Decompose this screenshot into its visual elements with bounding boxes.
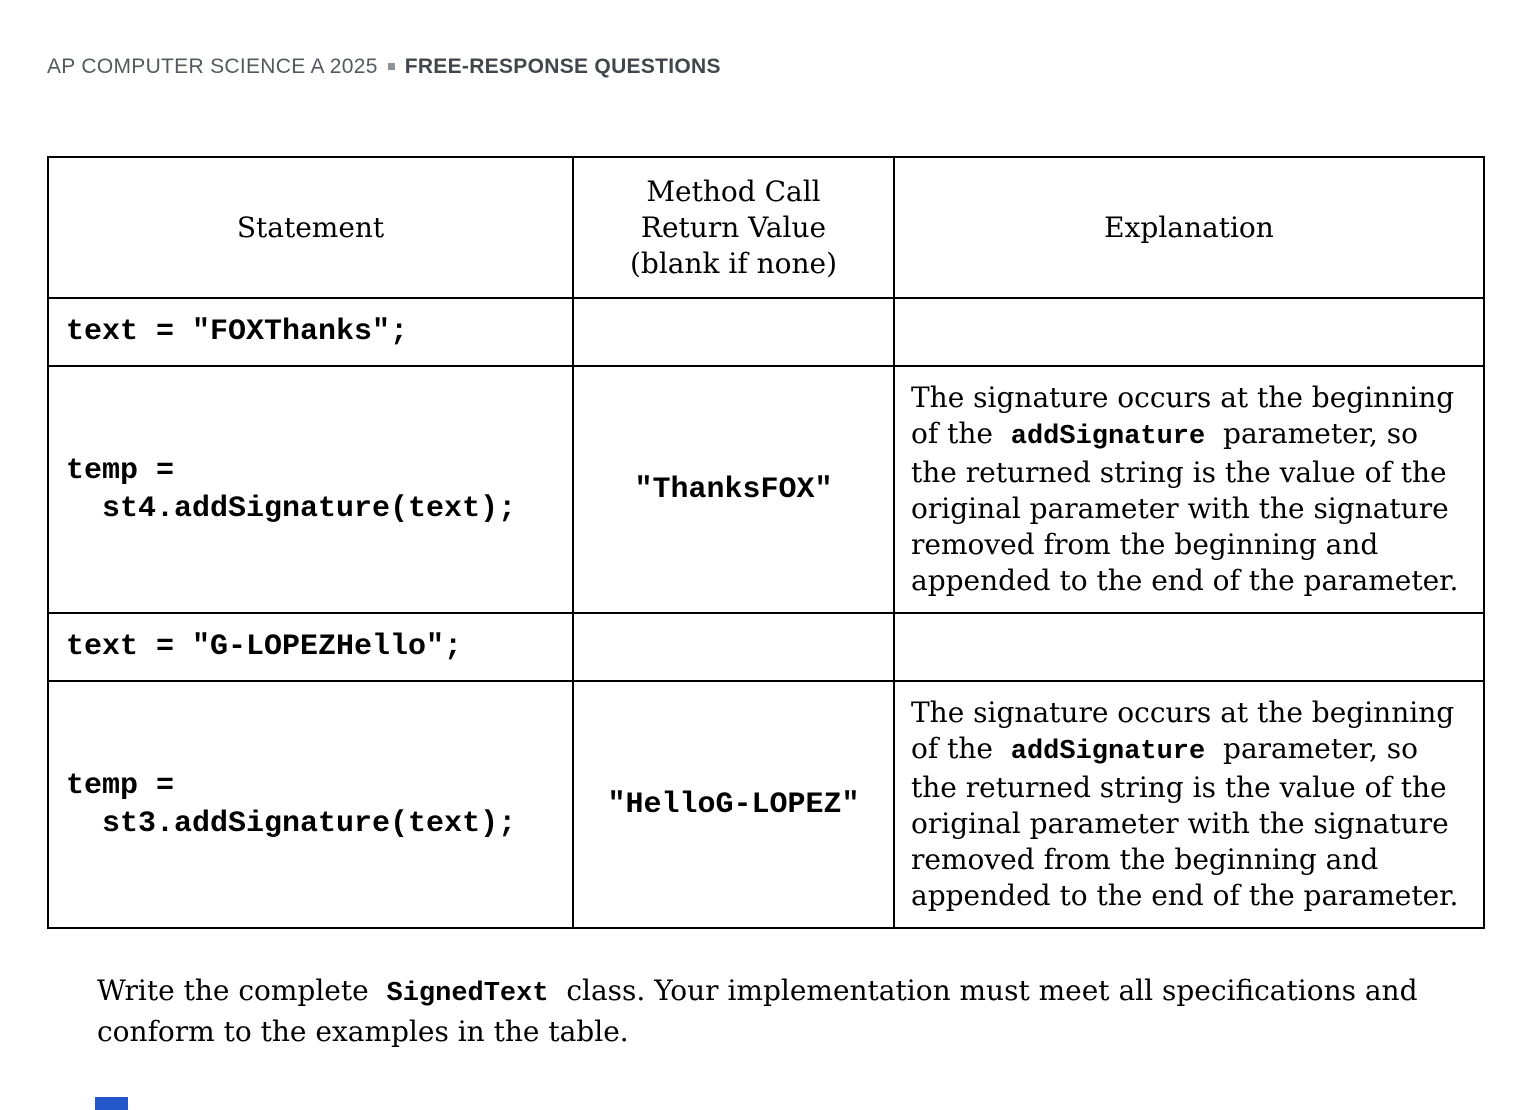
table-header-row: Statement Method Call Return Value (blan… xyxy=(47,156,1485,299)
explanation-text-post: parameter, so the returned string is the… xyxy=(911,732,1459,912)
return-value-cell: "HelloG-LOPEZ" xyxy=(572,680,895,929)
exam-section-title: FREE-RESPONSE QUESTIONS xyxy=(404,55,721,78)
inline-code: addSignature xyxy=(1010,737,1206,767)
column-header-statement: Statement xyxy=(47,156,574,299)
column-header-return-value: Method Call Return Value (blank if none) xyxy=(572,156,895,299)
inline-code: addSignature xyxy=(1010,422,1206,452)
explanation-text-pre: The signature occurs at the beginning of… xyxy=(911,696,1455,765)
statement-code: text = "FOXThanks"; xyxy=(66,315,409,349)
explanation-cell xyxy=(893,297,1485,367)
instruction-paragraph: Write the complete SignedText class. You… xyxy=(97,972,1487,1051)
return-value-cell xyxy=(572,297,895,367)
statement-cell: temp = st4.addSignature(text); xyxy=(47,365,574,614)
return-value-code: "ThanksFOX" xyxy=(634,472,833,507)
explanation-cell: The signature occurs at the beginning of… xyxy=(893,680,1485,929)
clipped-blue-element xyxy=(95,1097,128,1110)
page-header: AP COMPUTER SCIENCE A 2025 FREE-RESPONSE … xyxy=(47,54,721,79)
explanation-cell xyxy=(893,612,1485,682)
statement-cell: temp = st3.addSignature(text); xyxy=(47,680,574,929)
explanation-text: The signature occurs at the beginning of… xyxy=(896,695,1482,914)
column-header-explanation: Explanation xyxy=(893,156,1485,299)
return-value-code: "HelloG-LOPEZ" xyxy=(607,787,860,822)
statement-code: temp = st3.addSignature(text); xyxy=(66,768,517,841)
explanation-text-pre: The signature occurs at the beginning of… xyxy=(911,381,1455,450)
table-row: text = "G-LOPEZHello"; xyxy=(47,612,1485,682)
exam-title: AP COMPUTER SCIENCE A 2025 xyxy=(47,55,378,78)
instruction-text-pre: Write the complete xyxy=(97,974,387,1007)
table-row: text = "FOXThanks"; xyxy=(47,297,1485,367)
explanation-cell: The signature occurs at the beginning of… xyxy=(893,365,1485,614)
separator-square-icon xyxy=(387,62,395,70)
explanation-text: The signature occurs at the beginning of… xyxy=(896,380,1482,599)
table-row: temp = st4.addSignature(text); "ThanksFO… xyxy=(47,365,1485,614)
inline-code: SignedText xyxy=(386,979,549,1009)
explanation-text-post: parameter, so the returned string is the… xyxy=(911,417,1459,597)
table-row: temp = st3.addSignature(text); "HelloG-L… xyxy=(47,680,1485,929)
statement-cell: text = "G-LOPEZHello"; xyxy=(47,612,574,682)
instruction-text-post: class. Your implementation must meet all… xyxy=(97,974,1418,1048)
return-value-cell: "ThanksFOX" xyxy=(572,365,895,614)
examples-table: Statement Method Call Return Value (blan… xyxy=(47,156,1485,929)
statement-code: text = "G-LOPEZHello"; xyxy=(66,630,463,664)
return-value-cell xyxy=(572,612,895,682)
statement-code: temp = st4.addSignature(text); xyxy=(66,453,517,526)
statement-cell: text = "FOXThanks"; xyxy=(47,297,574,367)
